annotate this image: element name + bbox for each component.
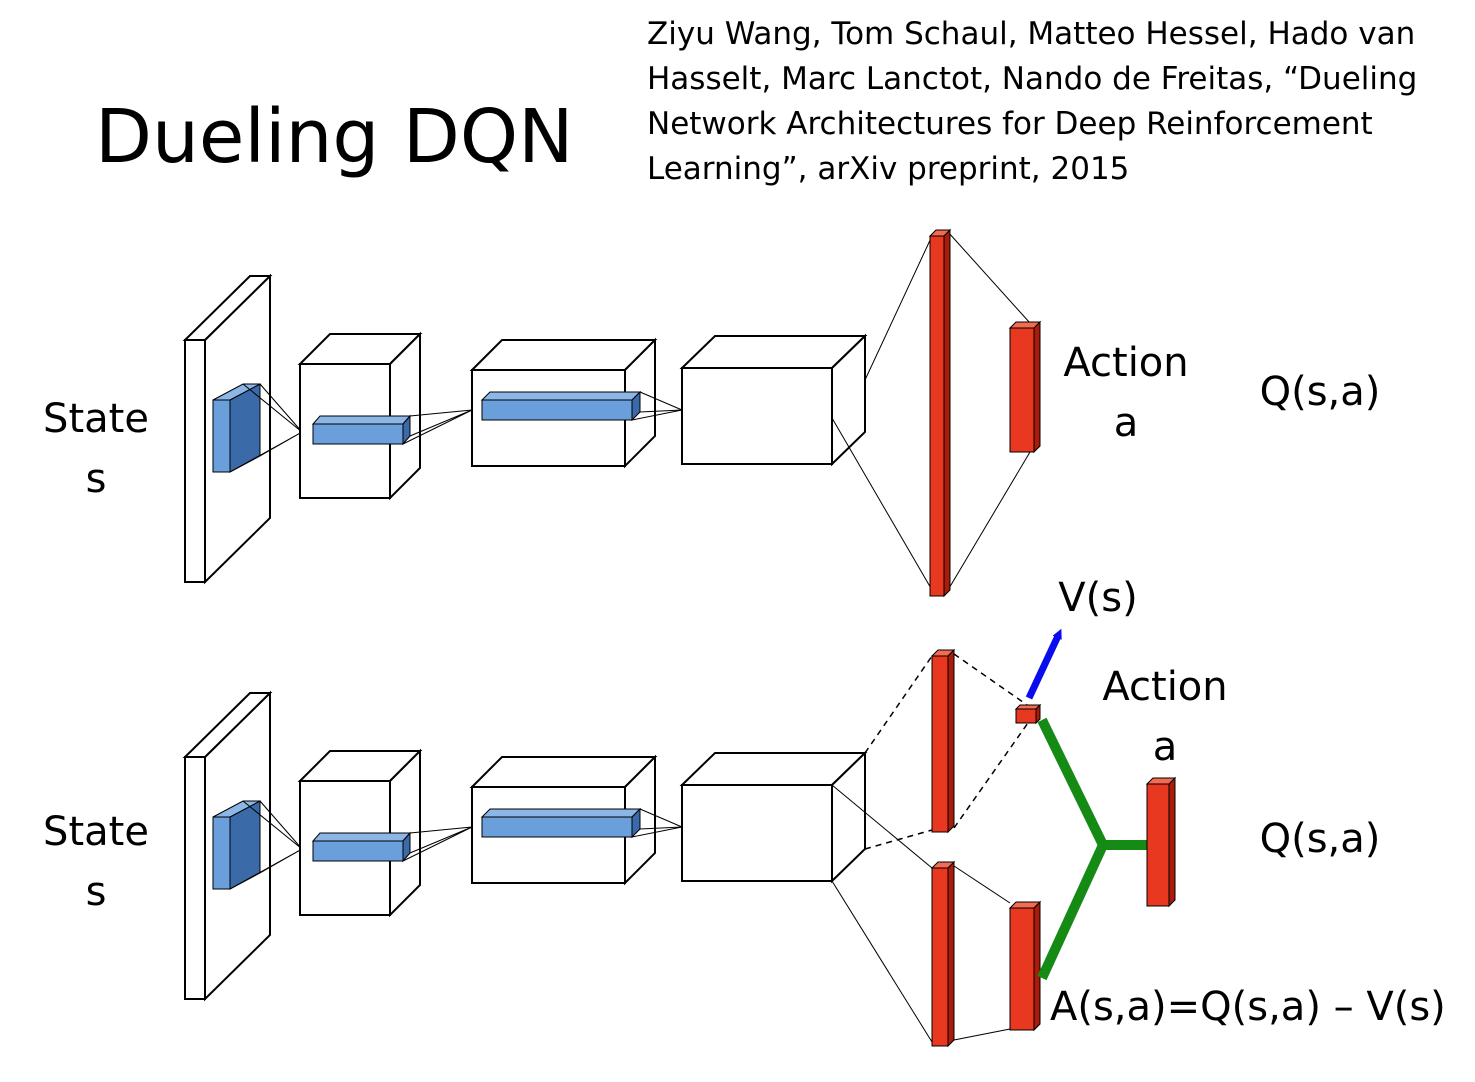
state-var: s [86,869,107,915]
advantage-fc-layer [930,860,956,1048]
conv-layer-3 [679,750,868,884]
conv-filter [480,807,642,839]
citation-line: Network Architectures for Deep Reinforce… [647,106,1373,142]
citation-line: Ziyu Wang, Tom Schaul, Matteo Hessel, Ha… [647,16,1416,52]
fully-connected-layer [928,228,952,598]
receptive-field-lines [402,409,473,445]
dueling-network: State s [43,575,1446,1048]
receptive-field-lines [631,391,683,421]
value-output-unit [1014,703,1042,725]
fc-connection-lines [831,231,1031,591]
receptive-field-lines [229,800,303,890]
value-fc-layer [930,648,956,834]
citation: Ziyu Wang, Tom Schaul, Matteo Hessel, Ha… [647,12,1447,192]
action-var: a [1153,724,1178,770]
action-var: a [1114,400,1139,446]
citation-line: Hasselt, Marc Lanctot, Nando de Freitas,… [647,61,1418,97]
q-value-label: Q(s,a) [1260,816,1381,862]
receptive-field-lines [402,826,473,862]
conv-filter [311,414,412,446]
advantage-formula: A(s,a)=Q(s,a) – V(s) [1050,984,1446,1030]
value-label: V(s) [1058,575,1137,621]
conv-layer-3 [679,333,868,467]
state-label: State [43,396,149,442]
value-arrow-icon [1025,628,1062,700]
state-var: s [86,456,107,502]
slide-title: Dueling DQN [95,94,574,180]
conv-filter [311,831,412,863]
state-label: State [43,809,149,855]
value-stream-lines [864,653,1031,850]
q-value-label: Q(s,a) [1260,369,1381,415]
action-label: Action [1102,664,1227,710]
advantage-output-layer [1008,900,1042,1032]
conv-filter [212,800,261,890]
advantage-stream-lines [831,784,1011,1043]
receptive-field-lines [229,383,303,473]
standard-dqn-network: State s [43,228,1381,598]
citation-line: Learning”, arXiv preprint, 2015 [647,151,1130,187]
aggregation-lines [1037,717,1147,981]
conv-filter [480,390,642,422]
action-output-layer [1008,320,1042,454]
action-label: Action [1063,340,1188,386]
receptive-field-lines [631,808,683,838]
q-output-layer [1145,776,1177,908]
